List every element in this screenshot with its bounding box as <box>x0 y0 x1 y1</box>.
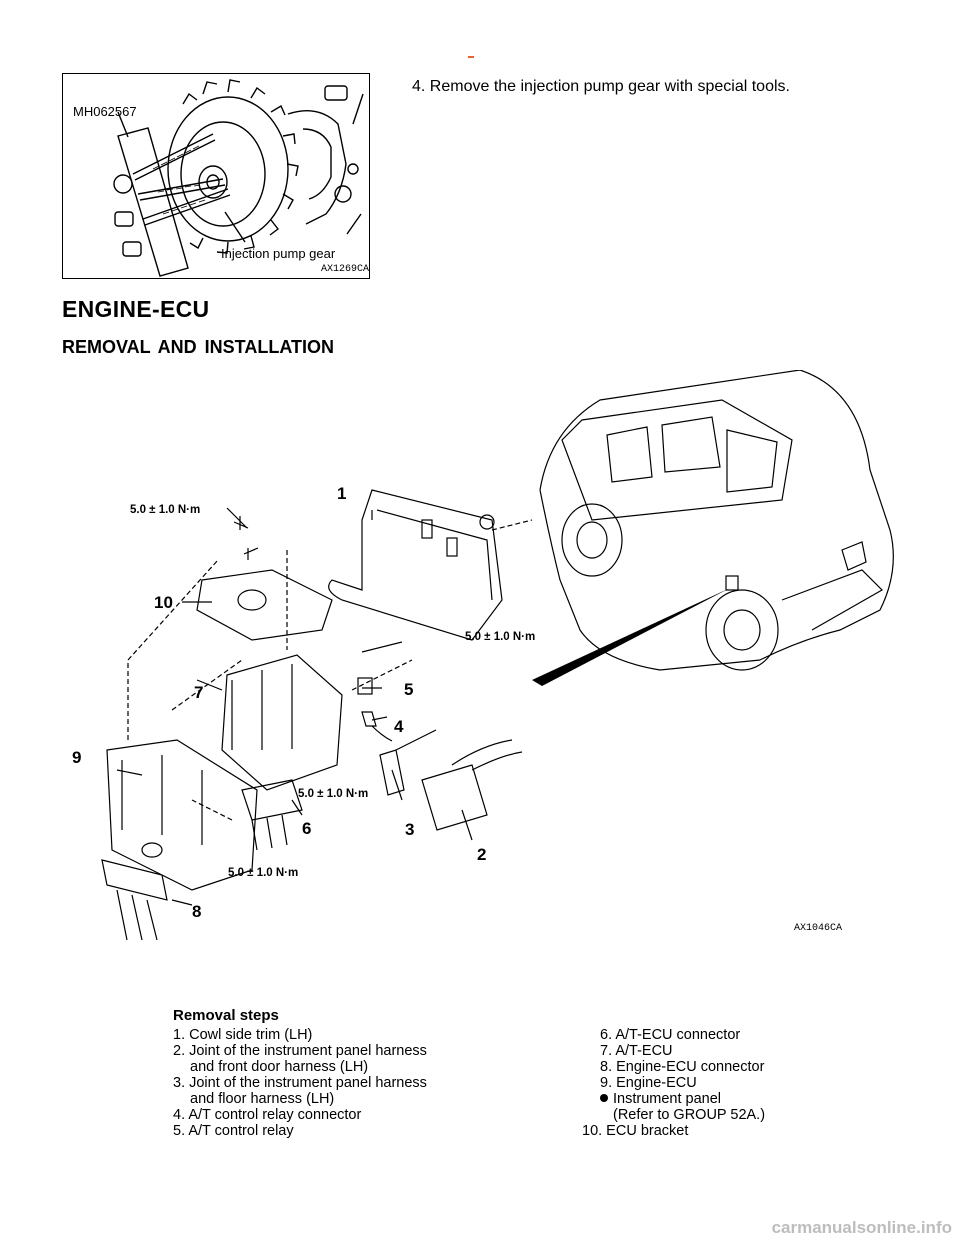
step-item: 7. A/T-ECU <box>600 1043 673 1059</box>
figure-code: AX1046CA <box>794 923 843 934</box>
step-item: 6. A/T-ECU connector <box>600 1027 741 1043</box>
step-item: 4. A/T control relay connector <box>173 1107 362 1123</box>
section-heading: ENGINE-ECU <box>62 296 210 322</box>
callout-8: 8 <box>192 902 202 921</box>
step-item: 5. A/T control relay <box>173 1123 294 1139</box>
removal-steps-right: 6. A/T-ECU connector 7. A/T-ECU 8. Engin… <box>582 1027 765 1139</box>
step-item: 2. Joint of the instrument panel harness <box>173 1043 427 1059</box>
callout-7: 7 <box>194 683 204 702</box>
step-item: 3. Joint of the instrument panel harness <box>173 1075 427 1091</box>
header-mark <box>468 56 474 58</box>
step-item-continued: and front door harness (LH) <box>190 1059 369 1075</box>
figure-code: AX1269CA <box>321 264 370 275</box>
torque-label: 5.0 ± 1.0 N·m <box>228 867 299 879</box>
step-item-continued: and floor harness (LH) <box>190 1091 335 1107</box>
step-item: Instrument panel <box>582 1091 765 1107</box>
exploded-view-illustration <box>101 369 894 941</box>
step-4-instruction: 4. Remove the injection pump gear with s… <box>412 78 790 95</box>
section-subheading: REMOVAL AND INSTALLATION <box>62 337 334 357</box>
removal-steps-title: Removal steps <box>173 1007 279 1024</box>
step-item: 10. ECU bracket <box>582 1123 689 1139</box>
step-item: 9. Engine-ECU <box>600 1075 697 1091</box>
callout-3: 3 <box>405 820 415 839</box>
step-item: 8. Engine-ECU connector <box>600 1059 765 1075</box>
step-item-continued: (Refer to GROUP 52A.) <box>613 1107 766 1123</box>
callout-4: 4 <box>394 717 404 736</box>
torque-label: 5.0 ± 1.0 N·m <box>298 788 369 800</box>
torque-label: 5.0 ± 1.0 N·m <box>130 504 201 516</box>
callout-6: 6 <box>302 819 312 838</box>
callout-1: 1 <box>337 484 347 503</box>
callout-5: 5 <box>404 680 414 699</box>
tool-label: MH062567 <box>73 104 137 119</box>
callout-2: 2 <box>477 845 487 864</box>
removal-steps-left: 1. Cowl side trim (LH) 2. Joint of the i… <box>173 1027 427 1139</box>
callout-10: 10 <box>154 593 173 612</box>
watermark: carmanualsonline.info <box>771 1218 952 1237</box>
pump-gear-illustration <box>113 79 364 277</box>
callout-9: 9 <box>72 748 82 767</box>
step-item: 1. Cowl side trim (LH) <box>173 1027 313 1043</box>
bullet-icon <box>600 1094 608 1102</box>
injection-pump-figure: MH062567 Injection pump gear AX1269CA <box>62 73 370 279</box>
exploded-view-diagram: 1 2 3 4 5 6 7 8 9 10 5.0 ± 1.0 N·m 5.0 ±… <box>62 369 902 960</box>
step-item-text: Instrument panel <box>613 1091 722 1107</box>
gear-label: Injection pump gear <box>221 246 336 261</box>
torque-label: 5.0 ± 1.0 N·m <box>465 631 536 643</box>
